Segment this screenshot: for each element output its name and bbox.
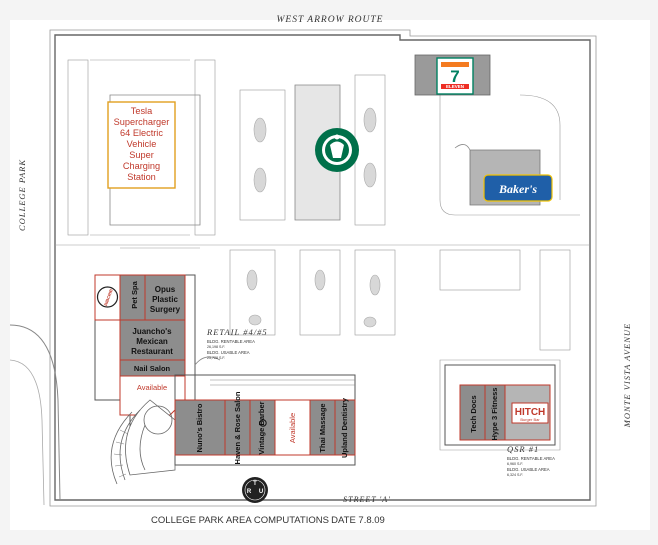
qsr-usable-value: 6,324 S.F. (507, 473, 523, 477)
tesla-line: Supercharger (114, 117, 170, 127)
tru-letter: U (259, 489, 263, 495)
unit-label-haven: Haven & Rose Salon (233, 391, 242, 464)
street-north: WEST ARROW ROUTE (277, 15, 384, 25)
unit-label-opus: Opus Plastic Surgery (150, 285, 181, 314)
retail-rentable-label: BLDG. RENTABLE AREA (207, 339, 255, 344)
seven-eleven-logo[interactable]: 7 ELEVEN (436, 57, 474, 95)
unit-label-upland: Upland Dentistry (340, 397, 349, 458)
street-south: STREET 'A' (343, 495, 391, 504)
tesla-line: Tesla (131, 106, 153, 116)
ribcrib-logo[interactable]: RIBCRIB (96, 286, 119, 308)
hitch-word: HITCH (515, 407, 546, 418)
thai-massage-unit[interactable] (309, 399, 336, 456)
tesla-line: Vehicle (127, 139, 157, 149)
seven-eleven-word: ELEVEN (446, 84, 464, 89)
rotunda-plaza (110, 399, 176, 485)
retail-usable-value: 25,728 S.F. (207, 356, 225, 360)
qsr-rentable-label: BLDG. RENTABLE AREA (507, 456, 555, 461)
bakers-logo[interactable]: Baker's (483, 174, 553, 202)
plaza-arc (194, 356, 221, 366)
tesla-line: Station (127, 172, 156, 182)
footer-computations: COLLEGE PARK AREA COMPUTATIONS (151, 515, 329, 526)
qsr-building-outline (444, 364, 556, 446)
unit-label-vintage: Vintage Barber (257, 401, 266, 454)
parking-stalls (55, 59, 590, 351)
tru-letter: T (253, 481, 257, 487)
seven-eleven-numeral: 7 (450, 67, 459, 86)
unit-label-line: Juancho's (132, 327, 172, 336)
bakers-drive-thru (454, 144, 471, 151)
qsr-usable-label: BLDG. USABLE AREA (507, 467, 550, 472)
tru-logo[interactable]: T R U (242, 477, 268, 503)
unit-label-nunos: Nuno's Bistro (195, 403, 204, 452)
property-line (49, 29, 597, 507)
bakers-word: Baker's (498, 182, 537, 196)
unit-label-nail-salon: Nail Salon (134, 364, 171, 373)
retail-rentable-value: 26,198 S.F. (207, 345, 225, 349)
site-boundary (54, 34, 591, 501)
street-west: COLLEGE PARK (17, 159, 27, 231)
curved-street-edge (9, 324, 61, 501)
ribcrib-word: RIBCRIB (103, 288, 114, 306)
qsr-units (459, 384, 551, 441)
landscape-islands (246, 107, 381, 328)
unit-label-line: Surgery (150, 305, 181, 314)
tesla-line: Charging (123, 161, 160, 171)
hitch-logo[interactable]: HITCH Burger Bar (511, 402, 549, 424)
unit-label-available-west: Available (137, 383, 167, 392)
qsr-rentable-value: 6,960 S.F. (507, 462, 523, 466)
nunos-unit[interactable] (174, 399, 226, 456)
qsr-building-label: QSR #1 (507, 444, 539, 454)
juanchos-unit[interactable] (119, 319, 186, 361)
unit-label-tech-docs: Tech Docs (469, 395, 478, 432)
tesla-line: 64 Electric (120, 128, 163, 138)
vintage-barber-marker (259, 419, 267, 427)
unit-label-hype: Hype 3 Fitness (490, 388, 499, 441)
unit-label-line: Mexican (136, 337, 168, 346)
unit-label-juanchos: Juancho's Mexican Restaurant (131, 327, 173, 356)
tech-docs-unit[interactable] (459, 384, 486, 441)
unit-label-line: Plastic (152, 295, 178, 304)
retail-building-label: RETAIL #4/#5 (206, 327, 268, 337)
unit-label-line: Opus (155, 285, 176, 294)
retail-usable-label: BLDG. USABLE AREA (207, 350, 250, 355)
tru-letter: R (247, 489, 252, 495)
tesla-supercharger-box (107, 101, 176, 189)
retail-units-west (94, 274, 186, 416)
street-east: MONTE VISTA AVENUE (622, 323, 632, 428)
tesla-line: Super (129, 150, 154, 160)
curved-street-inner (9, 359, 45, 506)
haven-unit[interactable] (224, 399, 251, 456)
hitch-sub: Burger Bar (520, 417, 540, 422)
qsr-pad (439, 359, 561, 451)
upland-dentistry-unit[interactable] (334, 399, 356, 456)
footer-date: DATE 7.8.09 (331, 515, 385, 526)
tesla-label: Tesla Supercharger 64 Electric Vehicle S… (114, 106, 170, 182)
unit-label-thai: Thai Massage (318, 403, 327, 452)
south-facade (210, 379, 355, 386)
unit-label-available-south: Available (288, 413, 297, 443)
rotunda-columns (113, 429, 129, 478)
unit-label-line: Restaurant (131, 347, 173, 356)
unit-label-pet-spa: Pet Spa (130, 280, 139, 308)
retail-units-south (174, 399, 356, 456)
starbucks-logo[interactable] (315, 128, 359, 172)
